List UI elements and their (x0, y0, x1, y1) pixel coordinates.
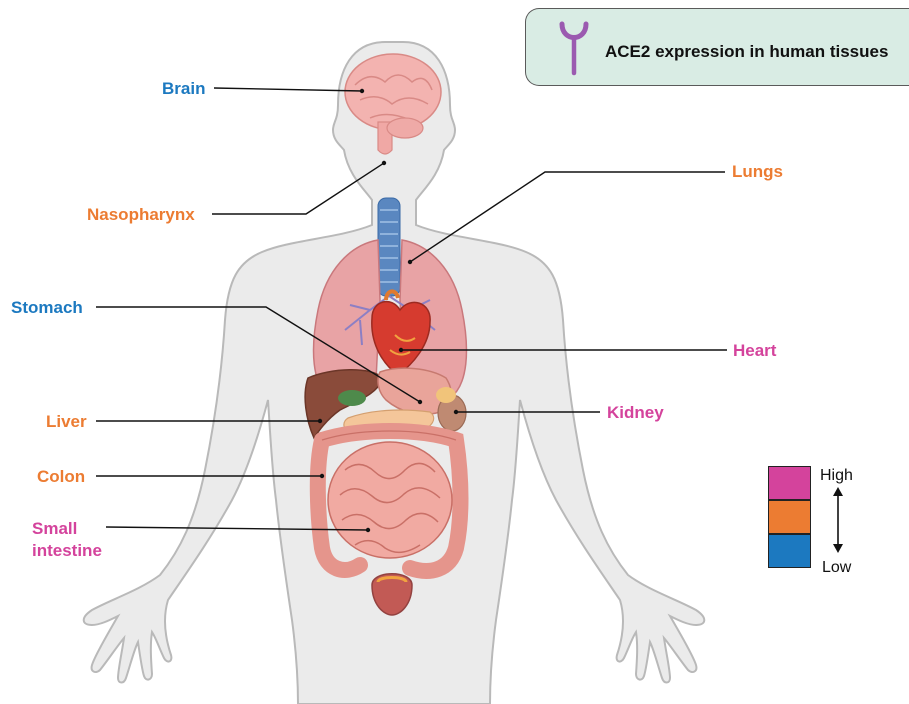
label-heart: Heart (733, 340, 776, 361)
label-kidney: Kidney (607, 402, 664, 423)
label-stomach: Stomach (11, 297, 83, 318)
label-lungs: Lungs (732, 161, 783, 182)
figure-title: ACE2 expression in human tissues (605, 42, 888, 62)
label-small-intestine-line1: Small (32, 518, 77, 539)
scale-medium-cell (768, 500, 811, 534)
scale-high-label: High (820, 467, 853, 485)
scale-low-label: Low (822, 559, 851, 577)
label-liver: Liver (46, 411, 87, 432)
label-brain: Brain (162, 78, 205, 99)
scale-arrow (833, 487, 843, 553)
trachea-organ (378, 198, 400, 296)
label-small-intestine-line2: intestine (32, 540, 102, 561)
label-nasopharynx: Nasopharynx (87, 204, 195, 225)
scale-high-cell (768, 466, 811, 500)
scale-low-cell (768, 534, 811, 568)
label-colon: Colon (37, 466, 85, 487)
small-intestine-organ (328, 442, 452, 558)
